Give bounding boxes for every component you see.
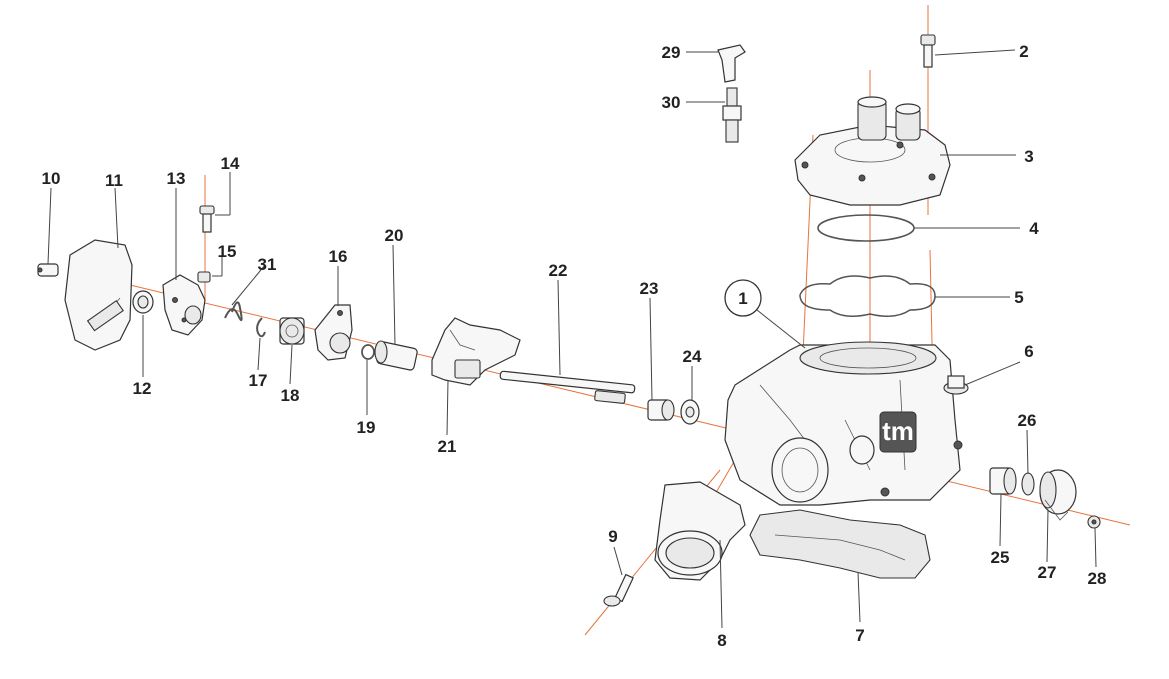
spark-plug [722, 87, 742, 143]
valve-lever [162, 274, 206, 336]
callout-1-circle [724, 279, 762, 317]
head-gasket [799, 275, 936, 317]
oring-19 [361, 344, 375, 360]
callout-28: 28 [1088, 569, 1107, 588]
callout-21: 21 [438, 437, 457, 456]
cylinder-body: tm [724, 341, 963, 506]
leader-lines [47, 49, 1097, 629]
seal-24 [680, 399, 700, 425]
callout-24: 24 [683, 347, 702, 366]
base-gasket [749, 509, 931, 579]
seal-26 [1021, 472, 1035, 496]
cylinder-head [794, 96, 951, 206]
callout-6: 6 [1024, 342, 1033, 361]
exhaust-valve [431, 317, 521, 386]
callout-11: 11 [105, 171, 123, 190]
end-cap [1039, 469, 1077, 521]
callout-8: 8 [717, 631, 726, 650]
tm-logo: tm [882, 416, 914, 446]
bearing-23 [647, 399, 675, 421]
callout-30: 30 [662, 93, 681, 112]
callout-29: 29 [662, 43, 681, 62]
callout-22: 22 [549, 261, 568, 280]
torsion-spring [224, 301, 243, 322]
head-bolt [920, 34, 936, 68]
sleeve-20 [374, 340, 418, 371]
callout-1: 1 [738, 289, 747, 308]
callout-4: 4 [1029, 219, 1039, 238]
callout-2: 2 [1019, 42, 1028, 61]
callout-23: 23 [640, 279, 659, 298]
callout-3: 3 [1024, 147, 1033, 166]
intake-bolt [603, 573, 634, 607]
callout-12: 12 [133, 379, 152, 398]
callout-16: 16 [329, 247, 348, 266]
screw-28 [1087, 515, 1101, 529]
water-fitting [37, 263, 59, 277]
callout-27: 27 [1038, 563, 1057, 582]
callout-31: 31 [258, 255, 277, 274]
flange-nut [943, 375, 969, 395]
screw-14 [199, 205, 215, 233]
callout-19: 19 [357, 418, 376, 437]
intake-manifold [654, 481, 746, 581]
callout-25: 25 [991, 548, 1010, 567]
valve-cover [64, 239, 133, 351]
callout-5: 5 [1014, 288, 1023, 307]
circlip [256, 317, 266, 338]
callout-18: 18 [281, 386, 300, 405]
callout-7: 7 [855, 626, 864, 645]
callout-9: 9 [608, 527, 617, 546]
callout-14: 14 [221, 154, 240, 173]
o-ring [817, 214, 915, 242]
callout-13: 13 [167, 169, 186, 188]
bearing-25 [989, 467, 1017, 495]
bushing-18 [279, 317, 305, 345]
bushing-15 [197, 271, 211, 283]
callout-17: 17 [249, 371, 268, 390]
valve-shaft [499, 370, 636, 404]
callout-26: 26 [1018, 411, 1037, 430]
callout-10: 10 [42, 169, 61, 188]
callout-20: 20 [385, 226, 404, 245]
washer-12 [132, 290, 154, 314]
callout-labels: 1 2 3 4 5 6 7 8 9 10 11 12 13 14 15 16 1… [42, 42, 1107, 650]
callout-15: 15 [218, 242, 237, 261]
spark-plug-cap [717, 44, 746, 83]
valve-flange [314, 304, 353, 361]
